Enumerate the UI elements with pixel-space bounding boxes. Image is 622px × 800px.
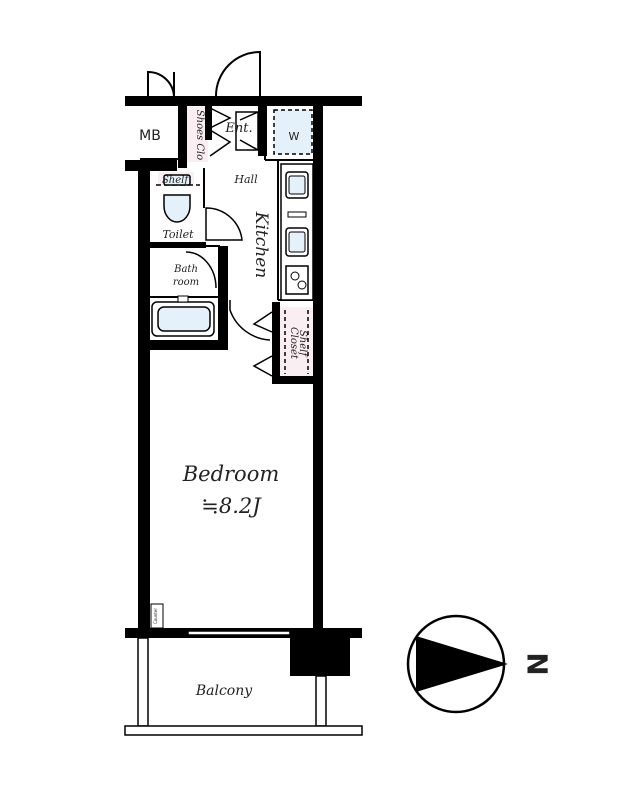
shelf-closet-doors	[252, 311, 273, 377]
bedroom-size-label: ≒8.2J	[201, 494, 262, 518]
hall-label: Hall	[233, 173, 258, 186]
bathroom-label-2: room	[173, 277, 199, 288]
balcony-label: Balcony	[195, 683, 253, 699]
bedroom-counter	[150, 603, 164, 629]
north-label: N	[522, 652, 555, 675]
washer-space	[273, 109, 313, 155]
bedroom-label: Bedroom	[182, 462, 280, 486]
toilet-shelf-label: Shelf	[162, 175, 190, 186]
entrance-step	[235, 111, 259, 151]
balcony-railing	[124, 637, 363, 736]
shoes-closet-label: Shoes Clo	[194, 110, 205, 160]
bathroom-label-1: Bath	[173, 264, 198, 275]
washer-label: W	[289, 130, 300, 143]
compass-arrow-icon	[416, 636, 508, 692]
shoes-closet-fill	[186, 107, 208, 162]
kitchen-counter	[280, 163, 314, 301]
front-door-arcs	[147, 50, 261, 97]
toilet-door	[205, 207, 243, 241]
bathroom-fixtures	[151, 251, 217, 337]
toilet-fixture	[156, 174, 200, 223]
north-compass: N	[406, 614, 555, 714]
mb-label: MB	[139, 128, 161, 144]
shelf-closet-label-2: Closet	[288, 327, 299, 360]
entrance-label: Ent.	[224, 121, 252, 136]
toilet-label: Toilet	[162, 228, 194, 241]
balcony-window	[187, 630, 291, 636]
kitchen-label: Kitchen	[251, 211, 271, 278]
counter-label: Counter	[153, 608, 158, 624]
shoes-closet-doors	[209, 107, 232, 157]
shelf-dashes	[284, 310, 309, 374]
bedroom-door	[229, 300, 271, 341]
shelf-closet-label-1: Shelf	[297, 330, 308, 358]
